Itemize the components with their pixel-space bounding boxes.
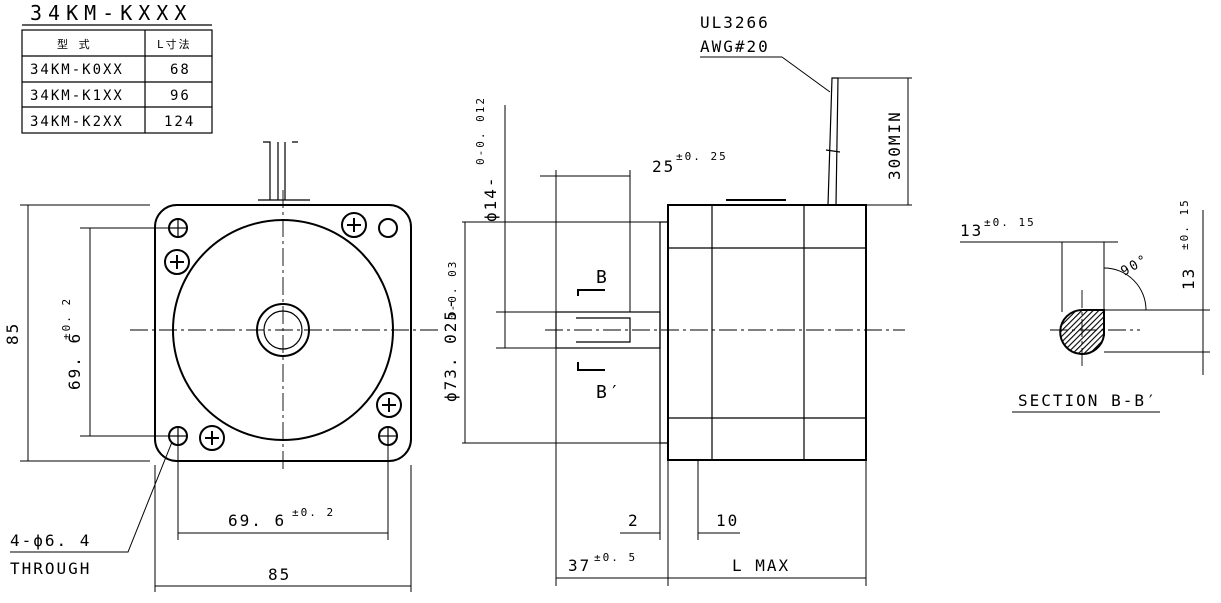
dim-l: L MAX <box>732 556 790 575</box>
section-title: SECTION B-B′ <box>1018 391 1158 410</box>
dim-height: 85 <box>3 322 22 345</box>
dim-shaft-len: 37 <box>568 556 591 575</box>
dim-flat-v: 13 <box>1179 267 1198 290</box>
screw-icon <box>164 249 190 275</box>
dim-hole-pitch-h-tol: ±0. 2 <box>292 506 335 519</box>
table-header-model: 型 式 <box>57 37 92 51</box>
table-cell: 34KM-K0XX <box>30 62 124 78</box>
front-view: 85 69. 6 ±0. 2 69. 6 ±0. 2 85 4-ϕ6. 4 TH… <box>3 141 440 592</box>
lead-label-1: UL3266 <box>700 13 770 32</box>
dim-flat-h-tol: ±0. 15 <box>984 216 1036 229</box>
dim-shaft-len-tol: ±0. 5 <box>594 551 637 564</box>
screw-icon <box>376 392 402 418</box>
hole-note: 4-ϕ6. 4 <box>10 531 91 550</box>
table-cell: 96 <box>170 88 191 104</box>
table-header-l: L寸法 <box>157 37 192 51</box>
dimension-table: 型 式 L寸法 34KM-K0XX 68 34KM-K1XX 96 34KM-K… <box>21 29 213 134</box>
angle-label: 90° <box>1119 252 1152 280</box>
dim-flat-h: 13 <box>960 221 983 240</box>
pilot-dia-tol: 0-0. 03 <box>446 260 459 320</box>
dim-width: 85 <box>268 565 291 584</box>
screw-icon <box>199 425 225 451</box>
lead-label-2: AWG#20 <box>700 37 770 56</box>
table-cell: 34KM-K2XX <box>30 114 124 130</box>
section-marker-b: B <box>596 267 609 288</box>
motor-body <box>667 204 867 461</box>
table-cell: 124 <box>164 114 195 130</box>
screw-icon <box>341 212 367 238</box>
table-cell: 34KM-K1XX <box>30 88 124 104</box>
dim-key: 25 <box>652 157 675 176</box>
shaft-dia: ϕ14- <box>481 175 500 222</box>
mount-hole <box>378 426 398 446</box>
dim-hole-pitch-v: 69. 6 <box>65 332 84 390</box>
lead-min: 300MIN <box>885 110 904 180</box>
dim-10: 10 <box>716 511 739 530</box>
drawing-title: 34KM-KXXX <box>30 1 192 25</box>
side-view: UL3266 AWG#20 300MIN 25 ±0. 25 ϕ14- 0-0.… <box>441 13 912 586</box>
dim-flat-v-tol: ±0. 15 <box>1178 198 1191 250</box>
dim-2: 2 <box>628 511 640 530</box>
section-view: 13 ±0. 15 13 ±0. 15 90° SECTION B-B′ <box>960 198 1210 413</box>
dim-key-tol: ±0. 25 <box>676 150 728 163</box>
mount-hole <box>378 218 398 238</box>
dim-hole-pitch-v-tol: ±0. 2 <box>60 297 73 340</box>
pilot-dia: ϕ73. 025- <box>441 297 460 402</box>
table-cell: 68 <box>170 62 191 78</box>
shaft-dia-tol: 0-0. 012 <box>474 96 487 165</box>
section-marker-b2: B′ <box>596 382 622 403</box>
hole-note-through: THROUGH <box>10 559 91 578</box>
dim-hole-pitch-h: 69. 6 <box>228 511 286 530</box>
